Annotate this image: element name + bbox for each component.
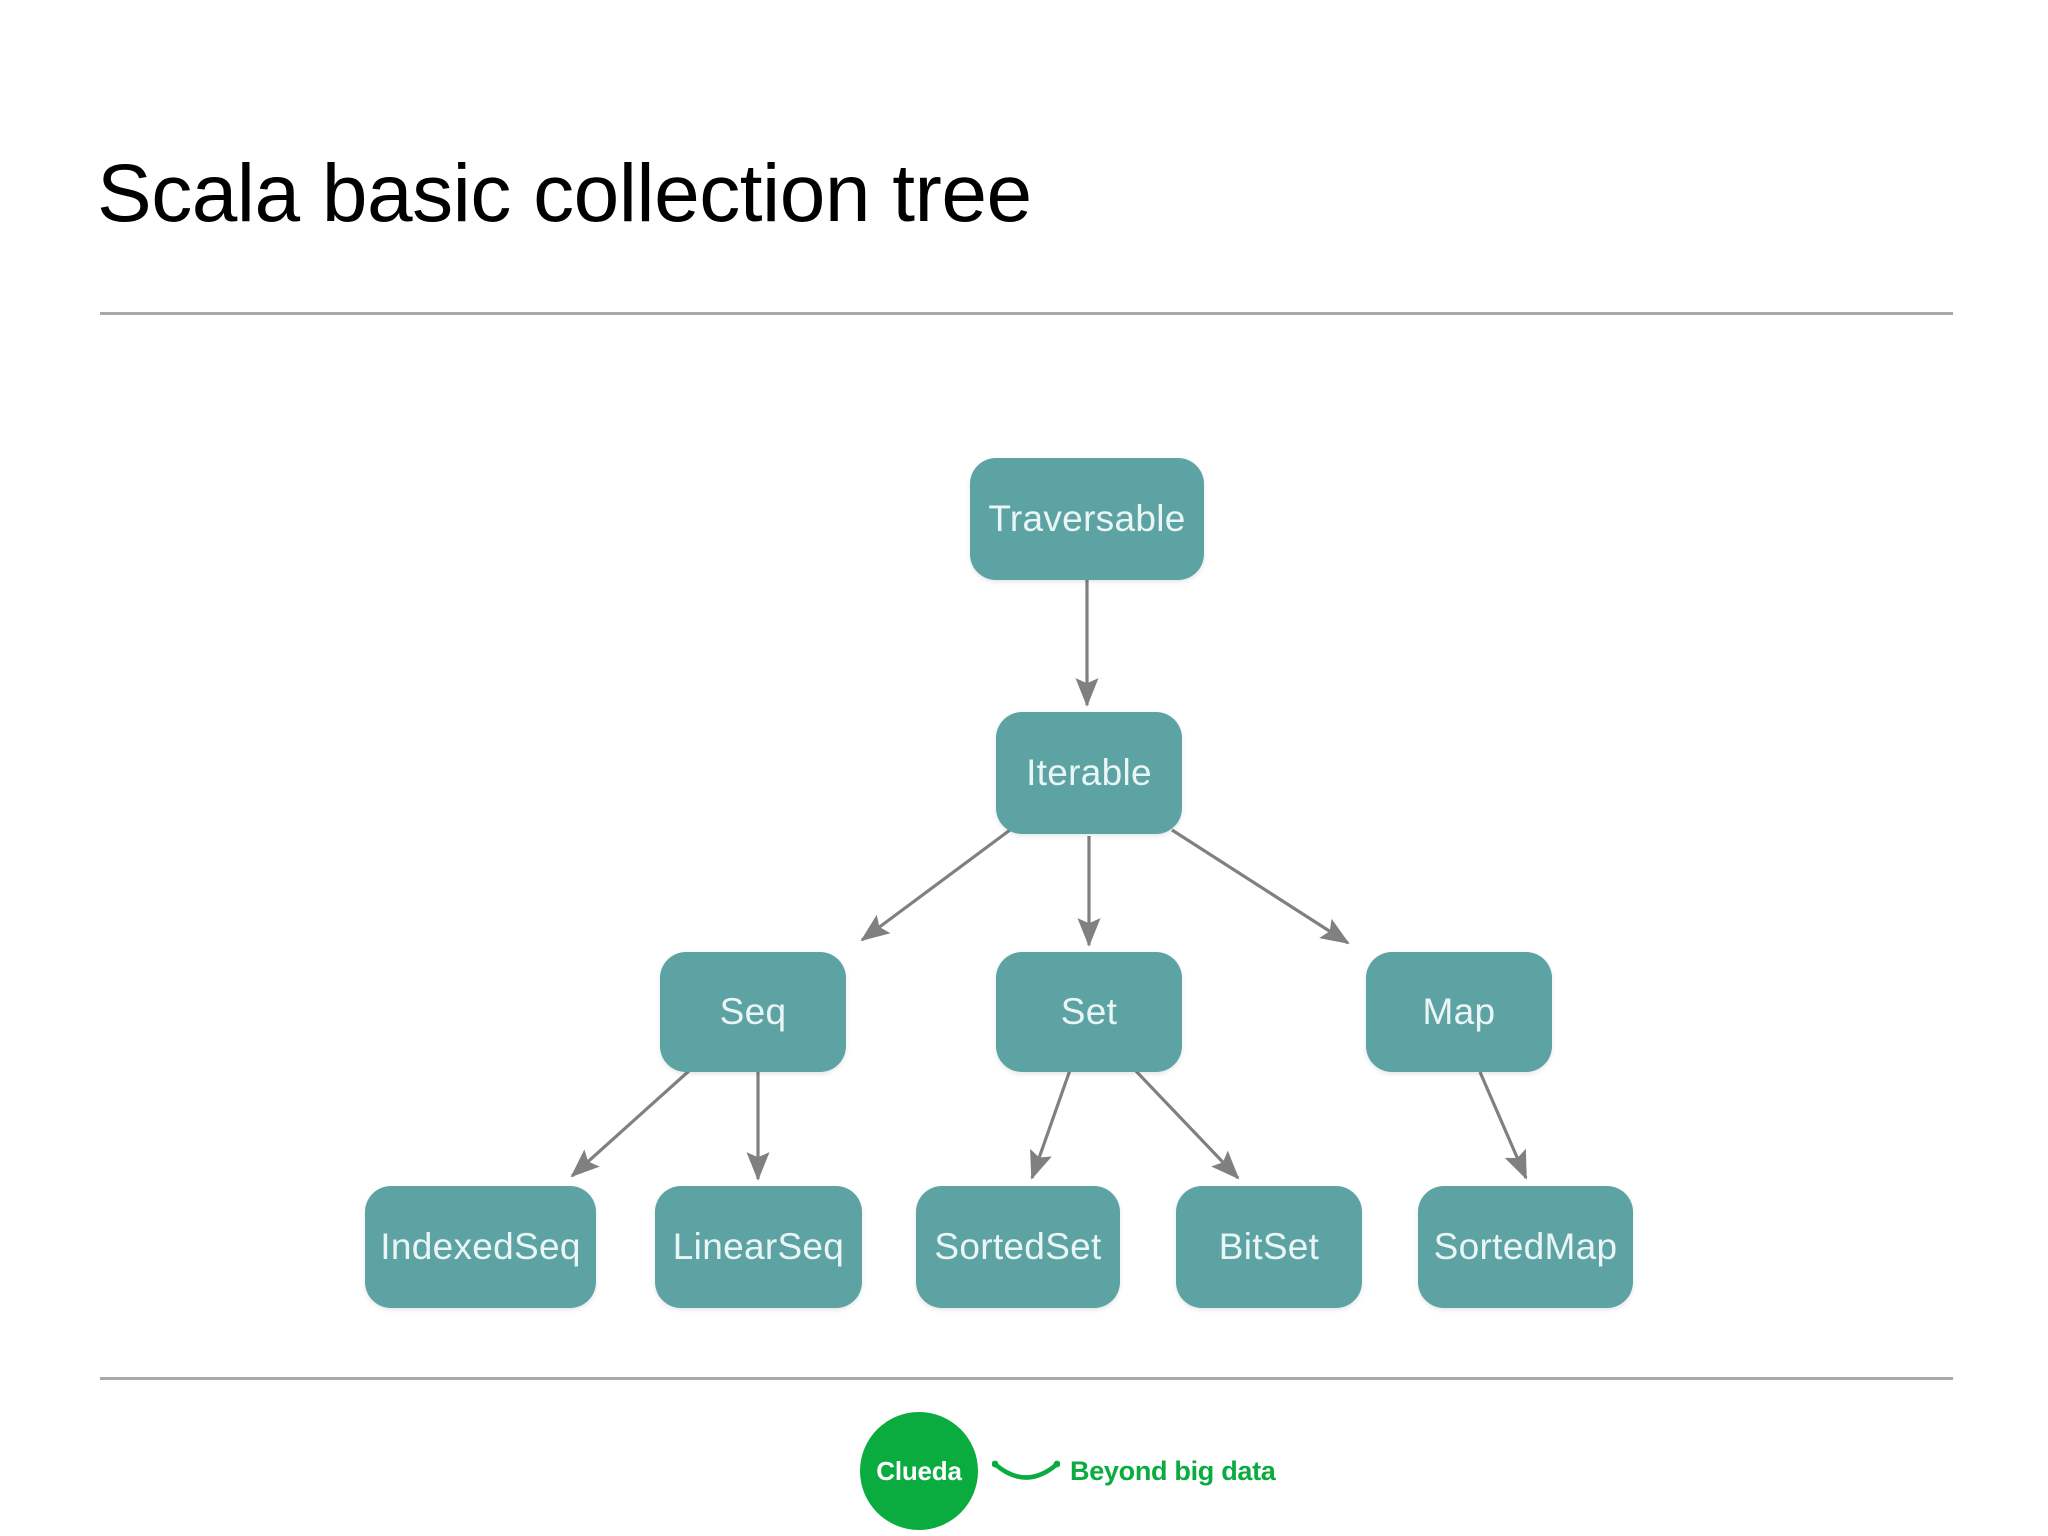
node-label: Set: [1060, 991, 1118, 1032]
node-label: SortedMap: [1433, 1226, 1618, 1267]
node-set[interactable]: Set: [996, 952, 1182, 1072]
edge-set-sortedset: [1030, 1069, 1072, 1180]
edge-iterable-seq: [860, 828, 1011, 942]
footer-logo: Clueda Beyond big data: [860, 1412, 1280, 1530]
node-label: Map: [1422, 991, 1496, 1032]
smile-icon: [992, 1456, 1060, 1486]
node-sortedmap[interactable]: SortedMap: [1418, 1186, 1633, 1308]
logo-tagline: Beyond big data: [1070, 1455, 1276, 1486]
edge-set-bitset: [1133, 1068, 1240, 1180]
footer-divider: [100, 1377, 1953, 1380]
node-label: Traversable: [988, 498, 1186, 539]
node-iterable[interactable]: Iterable: [996, 712, 1182, 834]
node-label: BitSet: [1218, 1226, 1320, 1267]
node-linearseq[interactable]: LinearSeq: [655, 1186, 862, 1308]
node-seq[interactable]: Seq: [660, 952, 846, 1072]
page-title: Scala basic collection tree: [97, 148, 1032, 239]
node-map[interactable]: Map: [1366, 952, 1552, 1072]
edge-iterable-map: [1171, 828, 1350, 945]
edge-map-sortedmap: [1478, 1071, 1528, 1180]
node-traversable[interactable]: Traversable: [970, 458, 1204, 580]
node-indexedseq[interactable]: IndexedSeq: [365, 1186, 596, 1308]
node-label: Seq: [719, 991, 787, 1032]
node-label: SortedSet: [934, 1226, 1102, 1267]
title-divider: [100, 312, 1953, 315]
clueda-logo-circle: Clueda: [860, 1412, 978, 1530]
logo-wordmark: Clueda: [876, 1455, 962, 1486]
edge-seq-indexedseq: [570, 1068, 692, 1178]
node-sortedset[interactable]: SortedSet: [916, 1186, 1120, 1308]
node-label: IndexedSeq: [380, 1226, 581, 1267]
node-label: Iterable: [1026, 752, 1152, 793]
node-bitset[interactable]: BitSet: [1176, 1186, 1362, 1308]
node-label: LinearSeq: [672, 1226, 845, 1267]
